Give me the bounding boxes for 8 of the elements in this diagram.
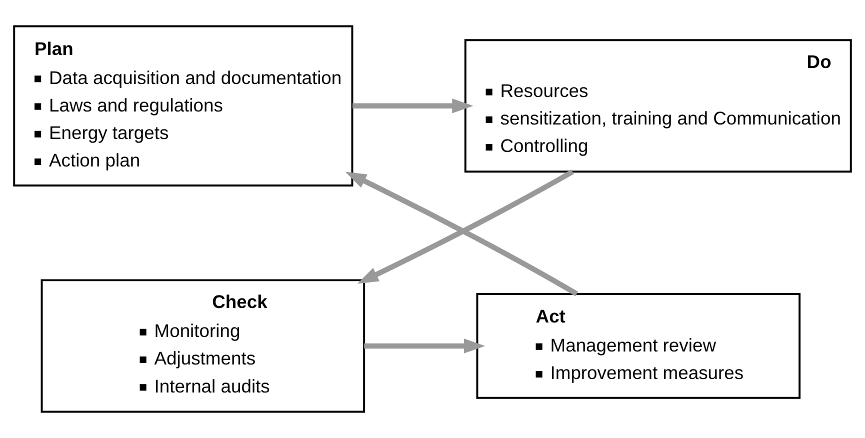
arrow (352, 98, 474, 114)
arrow (345, 172, 578, 296)
node-box: Plan Data acquisition and documentation Laws and regulations Energy targets Action plan (13, 25, 354, 186)
arrow (364, 338, 486, 354)
node-box: Act Management review Improvement measures (476, 293, 801, 399)
node-box: Do Resources sensitization, training and Communication Controlling (464, 39, 852, 173)
node-box: Check Monitoring Adjustments Internal audits (40, 279, 366, 413)
arrow (357, 169, 574, 284)
